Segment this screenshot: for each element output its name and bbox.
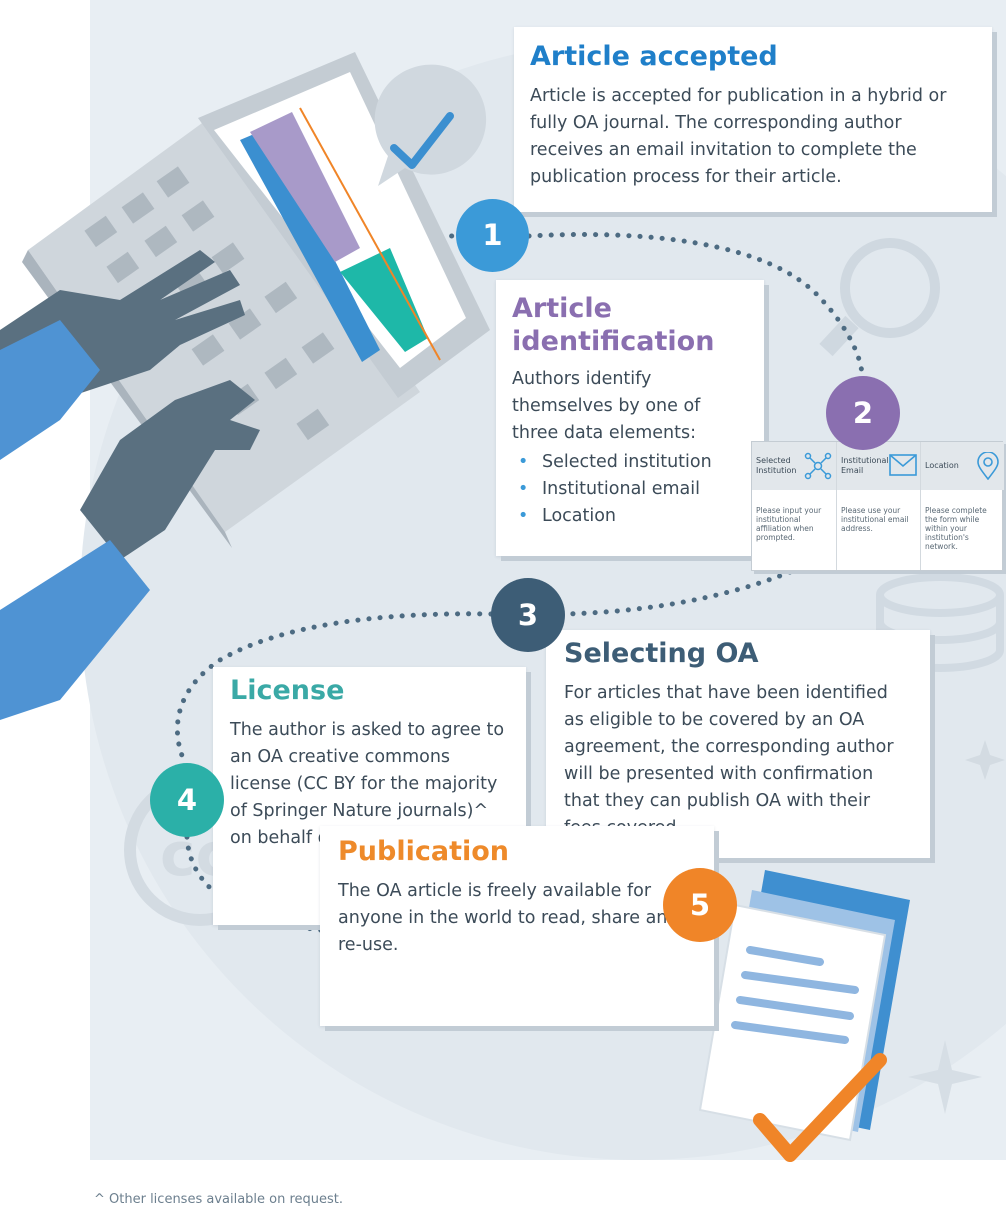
step-marker-2: 2 bbox=[826, 376, 900, 450]
step-title: Article identification bbox=[512, 293, 715, 357]
step-marker-1: 1 bbox=[456, 199, 529, 272]
background-footer bbox=[90, 1160, 1006, 1216]
panel-column-description: Please complete the form while within yo… bbox=[925, 506, 987, 551]
panel-column-location: Location Please complete the form while … bbox=[920, 442, 1004, 570]
footnote: ^ Other licenses available on request. bbox=[94, 1192, 344, 1207]
step-title: Article accepted bbox=[530, 41, 778, 72]
panel-column-description: Please use your institutional email addr… bbox=[841, 506, 909, 533]
document-check-icon bbox=[698, 870, 910, 1162]
location-pin-icon bbox=[977, 452, 999, 480]
panel-column-header: Selected Institution bbox=[752, 442, 836, 490]
checkmark-bubble-icon bbox=[374, 64, 487, 186]
panel-column-header: Location bbox=[921, 442, 1004, 490]
step-body: Article is accepted for publication in a… bbox=[530, 86, 947, 187]
panel-column-title: Selected Institution bbox=[756, 456, 797, 475]
list-item: Selected institution bbox=[512, 449, 748, 476]
card-publication: Publication The OA article is freely ava… bbox=[320, 826, 714, 1026]
panel-column-title: Institutional Email bbox=[841, 456, 889, 475]
step-body: For articles that have been identified a… bbox=[564, 683, 894, 838]
identification-panel: Selected Institution Please input your i… bbox=[751, 441, 1004, 571]
card-article-accepted: Article accepted Article is accepted for… bbox=[514, 27, 992, 212]
card-selecting-oa: Selecting OA For articles that have been… bbox=[546, 630, 930, 858]
step-title: License bbox=[230, 675, 345, 706]
step-marker-4: 4 bbox=[150, 763, 224, 837]
identification-list: Selected institution Institutional email… bbox=[512, 449, 748, 530]
sparkle-icon bbox=[908, 1040, 982, 1114]
step-body: The OA article is freely available for a… bbox=[338, 881, 679, 955]
panel-column-institution: Selected Institution Please input your i… bbox=[752, 442, 836, 570]
envelope-icon bbox=[889, 454, 917, 476]
step-title: Publication bbox=[338, 836, 510, 867]
panel-column-header: Institutional Email bbox=[837, 442, 920, 490]
step-marker-5: 5 bbox=[663, 868, 737, 942]
panel-column-title: Location bbox=[925, 461, 959, 470]
panel-column-email: Institutional Email Please use your inst… bbox=[836, 442, 920, 570]
laptop-illustration bbox=[0, 52, 490, 720]
step-title: Selecting OA bbox=[564, 638, 759, 669]
step-marker-3: 3 bbox=[491, 578, 565, 652]
card-article-identification: Article identification Authors identify … bbox=[496, 280, 764, 556]
list-item: Location bbox=[512, 503, 748, 530]
step-body: Authors identify themselves by one of th… bbox=[512, 369, 701, 443]
panel-column-description: Please input your institutional affiliat… bbox=[756, 506, 822, 542]
magnifier-icon bbox=[819, 238, 940, 357]
sparkle-icon bbox=[965, 740, 1005, 780]
network-icon bbox=[804, 452, 832, 480]
list-item: Institutional email bbox=[512, 476, 748, 503]
